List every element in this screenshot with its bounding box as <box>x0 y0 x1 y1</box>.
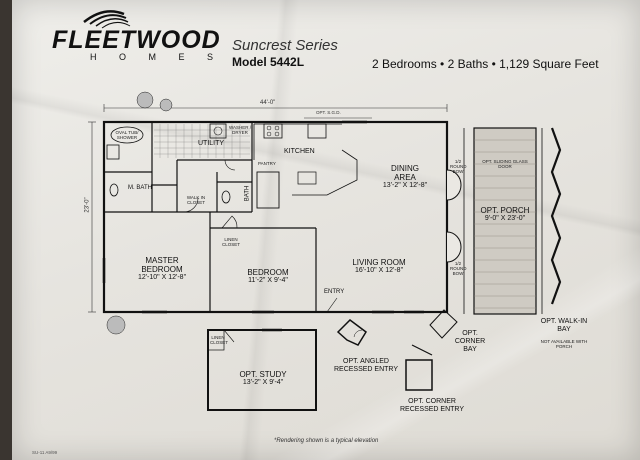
toilet-icon <box>109 183 119 197</box>
depth-dimension: 23'-0" <box>84 197 91 213</box>
walk-in-closet-label: WALK IN CLOSET <box>186 195 206 205</box>
living-room-size: 16'-10" X 12'-8" <box>354 267 404 275</box>
exterior-walls <box>102 120 449 314</box>
living-room-name: LIVING ROOM <box>352 258 406 267</box>
opt-study <box>207 328 317 411</box>
utility-label: UTILITY <box>198 140 225 147</box>
refrigerator-icon <box>307 123 327 139</box>
master-bath-label: M. BATH <box>128 185 152 191</box>
opt-porch <box>463 127 537 315</box>
opt-walk-in-bay-label: OPT. WALK-IN BAY <box>540 318 588 334</box>
utility-tile-floor <box>154 124 250 158</box>
opt-angled-entry-label: OPT. ANGLED RECESSED ENTRY <box>333 358 399 374</box>
dining-area-size: 13'-2" X 12'-8" <box>382 182 428 190</box>
shrub-icons <box>106 91 173 335</box>
kitchen-label: KITCHEN <box>284 148 315 155</box>
bedroom-name: BEDROOM <box>247 268 289 277</box>
bow-window-1-label: 1/2 ROUND BOW <box>450 159 467 174</box>
document-code: SU-11 A9/99 <box>32 450 58 455</box>
bow-window-2-label: 1/2 ROUND BOW <box>450 261 467 276</box>
fleetwood-logo-icon <box>83 10 131 29</box>
sink-icon <box>297 171 317 185</box>
opt-corner-bay-label: OPT. CORNER BAY <box>454 330 486 354</box>
door-swings <box>183 159 338 313</box>
pantry-label: PANTRY <box>258 161 276 166</box>
opt-study-label: OPT. STUDY 13'-2" X 9'-4" <box>238 370 288 387</box>
floorplan-sheet: FLEETWOOD H O M E S Suncrest Series Mode… <box>12 0 640 460</box>
opt-study-name: OPT. STUDY <box>239 370 287 379</box>
model-title: Model 5442L <box>232 55 305 69</box>
opt-porch-label: OPT. PORCH 9'-0" X 23'-0" <box>480 206 530 223</box>
linen-closet-label: LINEN CLOSET <box>222 237 241 247</box>
home-specs: 2 Bedrooms • 2 Baths • 1,129 Square Feet <box>372 57 599 71</box>
opt-sliding-door-label: OPT. SLIDING GLASS DOOR <box>482 159 528 169</box>
windows <box>102 120 424 314</box>
corner-entry-outline <box>405 359 433 391</box>
master-bedroom-name: MASTER BEDROOM <box>141 256 183 275</box>
walk-in-bay-outline <box>550 127 562 305</box>
brand-sub-text: H O M E S <box>90 52 224 62</box>
dining-area-label: DINING AREA 13'-2" X 12'-8" <box>380 164 430 190</box>
opt-sgd-label: OPT. S.G.D. <box>316 110 341 115</box>
width-dimension: 44'-0" <box>260 100 276 106</box>
opt-corner-entry-label: OPT. CORNER RECESSED ENTRY <box>399 398 465 414</box>
dining-area-name: DINING AREA <box>391 164 419 183</box>
opt-study-size: 13'-2" X 9'-4" <box>242 379 284 387</box>
rendering-note: *Rendering shown is a typical elevation <box>274 438 379 444</box>
walk-in-bay-note: NOT AVAILABLE WITH PORCH <box>540 339 588 349</box>
toilet-icon-2 <box>221 190 231 204</box>
bedroom-label: BEDROOM 11'-2" X 9'-4" <box>240 268 296 285</box>
oval-tub-icon <box>110 126 144 144</box>
master-bedroom-label: MASTER BEDROOM 12'-10" X 12'-8" <box>132 256 192 282</box>
angled-entry-outline <box>336 319 367 346</box>
washer-dryer-label: WASHER / DRYER <box>228 125 252 135</box>
vanity-icon <box>106 144 120 160</box>
kitchen-counter <box>253 123 358 196</box>
opt-porch-name: OPT. PORCH <box>480 206 530 215</box>
brand-logo-text: FLEETWOOD <box>52 26 221 54</box>
oval-tub-label: OVAL TUB/ SHOWER <box>115 130 139 140</box>
bedroom-size: 11'-2" X 9'-4" <box>248 277 288 285</box>
living-room-label: LIVING ROOM 16'-10" X 12'-8" <box>344 258 414 275</box>
bow-window-1 <box>446 169 462 201</box>
range-icon <box>263 123 283 139</box>
bow-window-2 <box>446 231 462 263</box>
bathtub-icon <box>256 171 280 209</box>
study-linen-label: LINEN CLOSET <box>210 335 229 345</box>
series-title: Suncrest Series <box>232 37 338 54</box>
master-bedroom-size: 12'-10" X 12'-8" <box>137 274 187 282</box>
corner-bay-outline <box>429 309 458 339</box>
interior-walls <box>104 122 317 312</box>
washer-icon <box>209 123 227 139</box>
floorplan-drawing <box>83 10 562 411</box>
bath-label: BATH <box>244 185 251 202</box>
entry-label: ENTRY <box>324 289 345 295</box>
opt-porch-size: 9'-0" X 23'-0" <box>484 215 526 223</box>
